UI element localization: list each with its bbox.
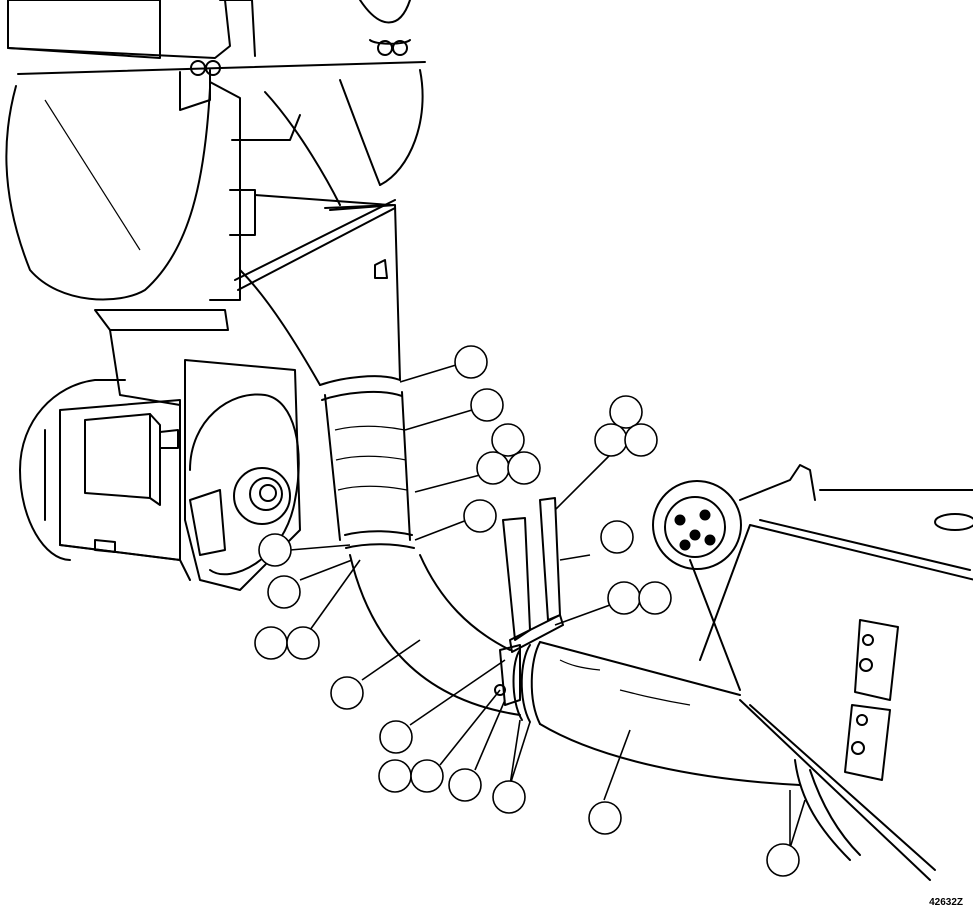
callout-balloon xyxy=(491,423,525,457)
callout-balloon xyxy=(624,423,658,457)
callout-balloon xyxy=(463,499,497,533)
callout-balloon xyxy=(379,720,413,754)
blower-motor-assembly xyxy=(19,359,301,591)
callout-balloon xyxy=(258,533,292,567)
upper-right-duct-arm xyxy=(264,0,424,206)
callout-balloon xyxy=(638,581,672,615)
callout-balloon xyxy=(600,520,634,554)
leader-lines xyxy=(289,364,806,849)
callout-balloon xyxy=(594,423,628,457)
elbow-duct xyxy=(349,554,521,716)
callout-balloon xyxy=(330,676,364,710)
vertical-duct xyxy=(239,204,415,549)
callout-balloon xyxy=(378,759,412,793)
upper-air-box xyxy=(5,0,426,406)
engine-housing xyxy=(652,464,973,881)
callout-balloon xyxy=(470,388,504,422)
mounting-brackets xyxy=(494,497,564,706)
callout-balloon xyxy=(448,768,482,802)
callout-balloon xyxy=(254,626,288,660)
callout-balloons xyxy=(254,345,800,877)
callout-balloon xyxy=(507,451,541,485)
callout-balloon xyxy=(766,843,800,877)
callout-balloon xyxy=(476,451,510,485)
clamp-strap xyxy=(234,199,396,291)
callout-balloon xyxy=(410,759,444,793)
callout-balloon xyxy=(454,345,488,379)
callout-balloon xyxy=(267,575,301,609)
right-duct-section xyxy=(512,641,801,786)
callout-balloon xyxy=(607,581,641,615)
callout-balloon xyxy=(609,395,643,429)
figure-id-label: 42632Z xyxy=(929,897,963,908)
callout-balloon xyxy=(286,626,320,660)
callout-balloon xyxy=(492,780,526,814)
callout-balloon xyxy=(588,801,622,835)
